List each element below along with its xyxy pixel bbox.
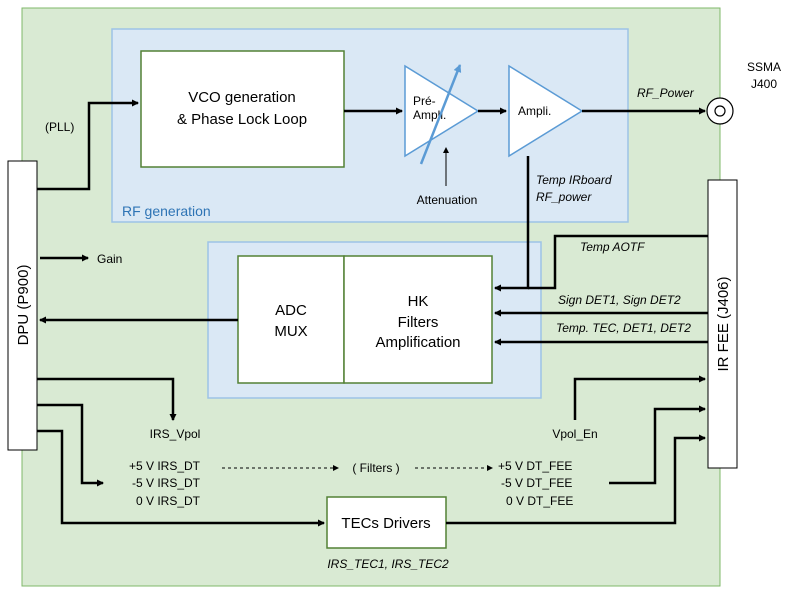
ampli-triangle (508, 64, 584, 158)
attenuation-label: Attenuation (417, 193, 478, 207)
adc-label-2: MUX (274, 323, 307, 340)
rf-generation-label: RF generation (122, 203, 211, 219)
adc-label-1: ADC (275, 302, 307, 319)
ssma-connector-inner (714, 105, 726, 117)
hk-label-2: Filters (398, 314, 439, 331)
irs-vpol-label: IRS_Vpol (150, 427, 201, 441)
temp-aotf-label: Temp AOTF (580, 240, 645, 254)
hk-filters-block (343, 255, 493, 384)
ir-fee-label: IR FEE (J406) (715, 276, 732, 371)
vpol-en-line (573, 375, 706, 420)
temp-aotf-line (528, 234, 708, 290)
vco-label-2: & Phase Lock Loop (177, 111, 307, 128)
vco-label-1: VCO generation (188, 89, 296, 106)
dt-0-label: 0 V DT_FEE (506, 494, 573, 508)
sign-det-label: Sign DET1, Sign DET2 (558, 293, 681, 307)
hk-label-3: Amplification (375, 334, 460, 351)
tec-drivers-label: TECs Drivers (341, 515, 430, 532)
dpu-block (7, 160, 38, 451)
tec-drivers-block (326, 496, 447, 549)
dt-fee-line (609, 405, 706, 485)
vpol-en-label: Vpol_En (552, 427, 597, 441)
irs-0-label: 0 V IRS_DT (136, 494, 201, 508)
ir-fee-block (707, 179, 738, 469)
irs-p5-label: +5 V IRS_DT (129, 459, 201, 473)
variable-gain-arrow (419, 64, 462, 165)
temp-tec-label: Temp. TEC, DET1, DET2 (556, 321, 691, 335)
ssma-label-2: J400 (751, 77, 777, 91)
dpu-to-tec-line (37, 429, 325, 527)
pll-label: (PLL) (45, 120, 74, 134)
tec-to-irfee-line (446, 434, 706, 525)
temp-irboard-label-2: RF_power (536, 190, 592, 204)
temp-irboard-label-1: Temp IRboard (536, 173, 612, 187)
dt-p5-label: +5 V DT_FEE (498, 459, 572, 473)
irs-vpol-line (37, 377, 177, 421)
vco-block (140, 50, 345, 168)
dt-m5-label: -5 V DT_FEE (501, 476, 572, 490)
dpu-label: DPU (P900) (15, 265, 32, 346)
gain-label: Gain (97, 252, 122, 266)
pre-ampli-label-1: Pré- (413, 94, 436, 108)
filters-label: ( Filters ) (352, 461, 399, 475)
ssma-label-1: SSMA (747, 60, 781, 74)
irs-tec-label: IRS_TEC1, IRS_TEC2 (327, 557, 449, 571)
hk-label-1: HK (408, 293, 429, 310)
adc-mux-block (237, 255, 345, 384)
irs-m5-label: -5 V IRS_DT (132, 476, 201, 490)
irs-power-line (37, 403, 104, 487)
rf-power-label: RF_Power (637, 86, 695, 100)
pll-line (37, 99, 139, 191)
ampli-label: Ampli. (518, 104, 551, 118)
